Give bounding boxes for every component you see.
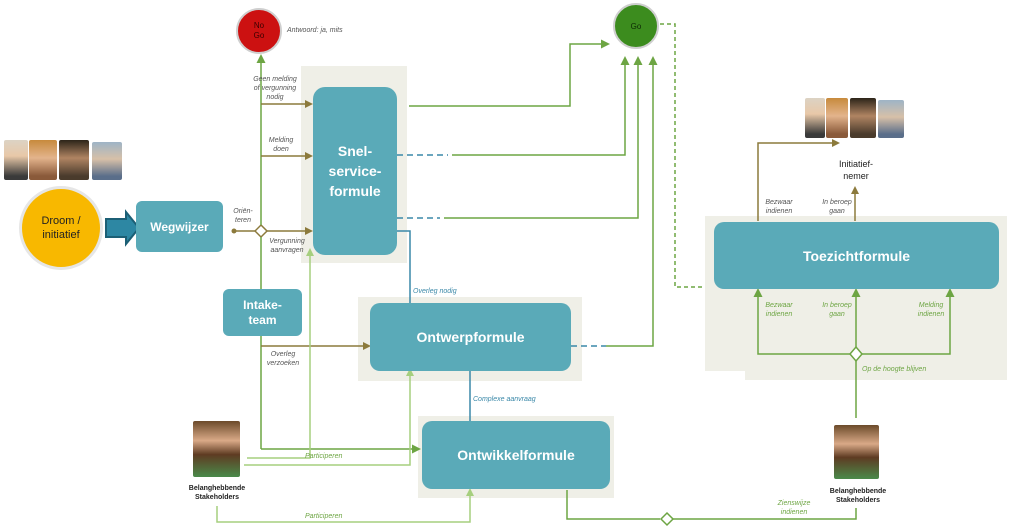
go-label: Go bbox=[630, 21, 642, 31]
photo-person-1 bbox=[4, 140, 28, 180]
snelservice-label: Snel- service- formule bbox=[328, 143, 382, 199]
label-bezwaar-top: Bezwaar indienen bbox=[765, 199, 793, 215]
label-orienteren: Oriën- teren bbox=[233, 208, 253, 224]
stakeholder-photo-left bbox=[193, 421, 240, 477]
label-melding-doen: Melding doen bbox=[268, 137, 294, 153]
label-vergunning: Vergunning aanvragen bbox=[269, 238, 305, 254]
wegwijzer-label: Wegwijzer bbox=[150, 219, 209, 234]
decision-diamond bbox=[253, 223, 269, 239]
ontwikkel-label: Ontwikkelformule bbox=[457, 447, 575, 463]
intake-box: Intake- team bbox=[223, 289, 302, 336]
nogo-circle: No Go bbox=[236, 8, 282, 54]
photo-person-4 bbox=[92, 142, 122, 180]
label-melding-indienen: Melding indienen bbox=[917, 302, 945, 318]
label-beroep-bottom: In beroep gaan bbox=[822, 302, 852, 318]
photo-person-2 bbox=[29, 140, 57, 180]
nogo-label: No Go bbox=[253, 21, 265, 40]
stakeholder-label-left: Belanghebbende Stakeholders bbox=[188, 485, 246, 501]
photo-person-8 bbox=[878, 100, 904, 138]
label-overleg-verzoeken: Overleg verzoeken bbox=[266, 351, 300, 367]
photo-person-3 bbox=[59, 140, 89, 180]
label-initiatiefnemer: Initiatief- nemer bbox=[838, 159, 873, 181]
toezicht-label: Toezichtformule bbox=[802, 247, 911, 264]
intake-label: Intake- team bbox=[243, 297, 282, 327]
label-participeren-1: Participeren bbox=[305, 453, 343, 460]
label-bezwaar-bottom: Bezwaar indienen bbox=[765, 302, 793, 318]
start-label: Droom / initiatief bbox=[41, 215, 81, 241]
start-arrow bbox=[105, 209, 141, 247]
label-overleg-nodig: Overleg nodig bbox=[413, 288, 457, 295]
photo-person-5 bbox=[805, 98, 825, 138]
label-participeren-2: Participeren bbox=[305, 513, 343, 520]
label-geen-melding: Geen melding of vergunning nodig bbox=[253, 76, 297, 101]
label-zienswijze: Zienswijze indienen bbox=[777, 500, 811, 516]
antwoord-label: Antwoord: ja, mits bbox=[287, 27, 343, 34]
toezicht-box: Toezichtformule bbox=[714, 222, 999, 289]
start-circle: Droom / initiatief bbox=[19, 186, 103, 270]
label-op-de-hoogte: Op de hoogte blijven bbox=[862, 366, 927, 373]
photo-person-6 bbox=[826, 98, 848, 138]
stakeholder-label-right: Belanghebbende Stakeholders bbox=[829, 488, 887, 504]
label-beroep-top: In beroep gaan bbox=[822, 199, 852, 215]
photo-person-7 bbox=[850, 98, 876, 138]
label-complexe-aanvraag: Complexe aanvraag bbox=[473, 396, 536, 403]
ontwikkel-box: Ontwikkelformule bbox=[422, 421, 610, 489]
stakeholder-photo-right bbox=[834, 425, 879, 479]
ontwerp-box: Ontwerpformule bbox=[370, 303, 571, 371]
snelservice-box: Snel- service- formule bbox=[313, 87, 397, 255]
toezicht-panel-bottom bbox=[745, 368, 1007, 380]
ontwerp-label: Ontwerpformule bbox=[416, 329, 525, 345]
go-circle: Go bbox=[613, 3, 659, 49]
wegwijzer-box: Wegwijzer bbox=[136, 201, 223, 252]
